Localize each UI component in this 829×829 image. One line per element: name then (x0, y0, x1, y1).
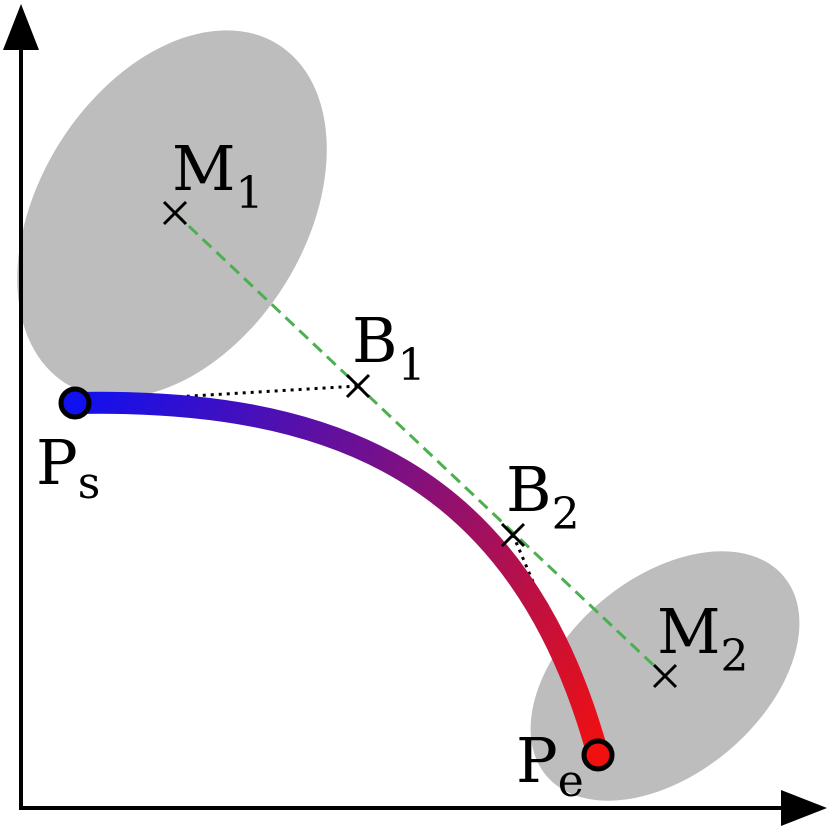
label-pe-main: P (516, 724, 558, 797)
bezier-curve (64, 391, 609, 766)
cross-m1-icon (162, 200, 188, 226)
x-axis-arrow-icon (781, 790, 827, 826)
label-m1-main: M (172, 132, 235, 205)
label-m2: M2 (657, 595, 748, 682)
label-b1-main: B (352, 304, 398, 377)
y-axis-arrow-icon (3, 4, 39, 50)
label-m2-main: M (657, 595, 720, 668)
label-b2: B2 (506, 453, 580, 540)
label-m1: M1 (172, 132, 263, 219)
label-b1: B1 (352, 304, 426, 391)
label-m1-sub: 1 (235, 168, 263, 219)
ellipse-m1 (17, 30, 327, 398)
cross-b2-icon (500, 522, 526, 548)
label-ps-main: P (36, 426, 78, 499)
label-b2-sub: 2 (552, 489, 580, 540)
endpoint-pe-marker (581, 738, 615, 772)
label-b1-sub: 1 (398, 340, 426, 391)
label-b2-main: B (506, 453, 552, 526)
axes (3, 4, 827, 826)
label-ps: Ps (36, 426, 100, 509)
label-m2-sub: 2 (720, 631, 748, 682)
cross-m2-icon (652, 663, 678, 689)
control-line-m1-m2 (173, 211, 667, 678)
endpoint-ps-marker (58, 386, 92, 420)
cross-b1-icon (345, 373, 371, 399)
label-ps-sub: s (78, 458, 101, 509)
label-pe: Pe (516, 724, 584, 807)
label-pe-sub: e (558, 756, 584, 807)
